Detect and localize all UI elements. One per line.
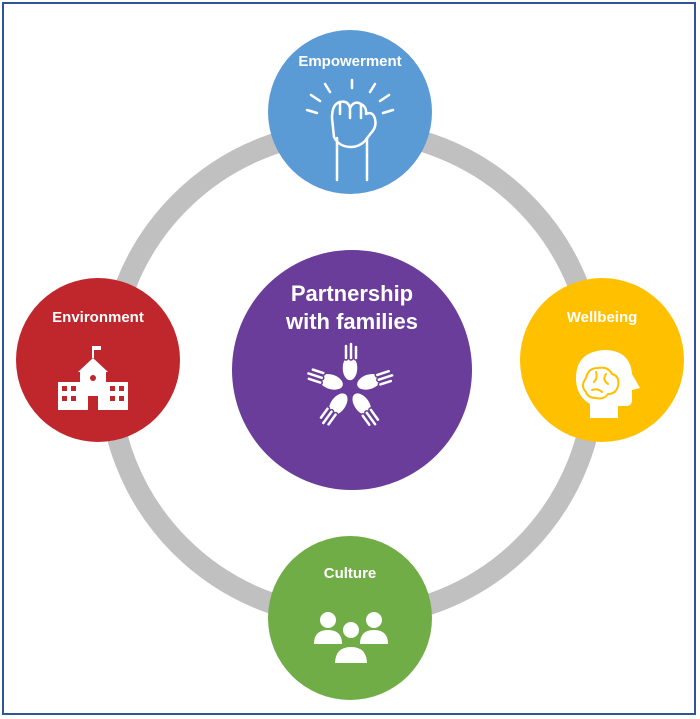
- brain-head-icon: [576, 350, 640, 418]
- center-title-line2: with families: [285, 309, 418, 334]
- environment-circle: [16, 278, 180, 442]
- node-wellbeing: Wellbeing: [520, 278, 684, 442]
- node-culture: Culture: [268, 536, 432, 700]
- raised-fist-icon: [305, 78, 395, 182]
- node-empowerment: Empowerment: [268, 30, 432, 194]
- center-node: Partnership with families: [232, 250, 472, 490]
- center-title-line1: Partnership: [291, 281, 413, 306]
- wellbeing-label: Wellbeing: [567, 309, 638, 326]
- empowerment-label: Empowerment: [298, 53, 401, 70]
- people-group-icon: [314, 612, 388, 665]
- node-environment: Environment: [16, 278, 180, 442]
- school-building-icon: [58, 346, 128, 410]
- environment-label: Environment: [52, 309, 144, 326]
- culture-label: Culture: [324, 565, 377, 582]
- hands-together-icon: [305, 341, 395, 428]
- culture-circle: [268, 536, 432, 700]
